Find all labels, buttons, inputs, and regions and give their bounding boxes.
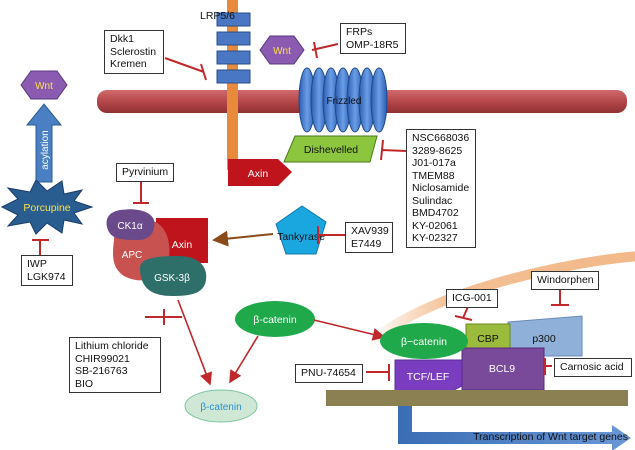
tankyrase <box>275 205 327 255</box>
lrp-receptor <box>216 0 251 170</box>
beta-catenin-degraded <box>184 389 258 423</box>
bcl9 <box>461 347 545 391</box>
dvl-inhibition <box>380 139 407 161</box>
xav-inhibition <box>317 226 345 244</box>
inhibitor-box-iwp: IWP LGK974 <box>21 255 73 286</box>
acylation-arrow <box>25 103 63 183</box>
dishevelled-label: Dishevelled <box>304 144 358 156</box>
porcupine-enzyme <box>0 179 94 235</box>
degradation-arrow <box>177 299 212 386</box>
inhibitor-box-windorphen: Windorphen <box>531 271 599 290</box>
tcf-lef-label: TCF/LEF <box>407 371 450 383</box>
beta-catenin-degraded-label: β-catenin <box>200 402 241 413</box>
frizzled-label: Frizzled <box>326 96 361 107</box>
pyrvinium-inhibition <box>133 180 149 204</box>
ck1a-protein <box>106 209 155 240</box>
inhibitor-box-frps: FRPs OMP-18R5 <box>340 23 406 54</box>
beta-catenin-nuclear <box>380 323 468 359</box>
ck1a-label: CK1α <box>117 221 142 232</box>
cbp-label: CBP <box>477 333 499 345</box>
transcription-arrow <box>398 406 631 450</box>
apc-label: APC <box>122 250 143 261</box>
wnt-secreted-label: Wnt <box>35 81 53 92</box>
cbp <box>465 323 511 353</box>
tankyrase-label: Tankyrase <box>277 231 325 243</box>
inhibitor-box-dkk: Dkk1 Sclerostin Kremen <box>104 30 164 74</box>
inhibitor-lines <box>32 41 569 381</box>
bcl9-label: BCL9 <box>489 363 515 375</box>
free-to-degraded-arrow <box>229 335 259 384</box>
inhibitor-box-carnosic: Carnosic acid <box>554 358 632 377</box>
dishevelled <box>283 135 378 163</box>
windorphen-inhibition <box>551 288 569 306</box>
nuclear-envelope <box>363 251 635 350</box>
inhibitor-box-icg: ICG-001 <box>446 289 498 308</box>
wnt-ligand-secreted <box>20 70 68 100</box>
dna-strand <box>326 390 628 406</box>
transcription-label: Transcription of Wnt target genes <box>473 431 628 443</box>
dkk-inhibition <box>164 57 207 81</box>
p300-label: p300 <box>532 333 556 345</box>
inhibitor-box-gsk: Lithium chloride CHIR99021 SB-216763 BIO <box>69 337 161 393</box>
inhibitor-box-pyrvinium: Pyrvinium <box>116 163 174 182</box>
axin-membrane <box>228 159 292 186</box>
nuclear-translocation-arrow <box>313 319 386 341</box>
beta-catenin-nuclear-label: β−catenin <box>401 336 447 348</box>
inhibitor-box-dvl: NSC668036 3289-8625 J01-017a TMEM88 Nicl… <box>406 129 476 248</box>
gsk3b-label: GSK-3β <box>154 273 190 284</box>
inhibitor-box-xav: XAV939 E7449 <box>345 222 393 253</box>
lrp-label: LRP5/6 <box>200 10 235 22</box>
beta-catenin-free-label: β-catenin <box>253 314 297 326</box>
axin-complex-label: Axin <box>172 239 193 251</box>
carnosic-inhibition <box>544 358 552 375</box>
gsk3b-protein <box>140 256 207 296</box>
wnt-bound-label: Wnt <box>273 46 291 57</box>
frizzled-receptor <box>298 67 388 133</box>
porcupine-label: Porcupine <box>23 202 70 214</box>
gsk-inhibition <box>145 309 182 325</box>
tcf-lef <box>394 359 463 393</box>
inhibitor-box-pnu: PNU-74654 <box>295 364 363 383</box>
tankyrase-arrow <box>212 230 274 247</box>
pnu-inhibition <box>366 364 390 381</box>
axin-membrane-label: Axin <box>248 168 269 180</box>
frps-inhibition <box>311 41 339 59</box>
wnt-ligand-bound <box>259 35 305 65</box>
iwp-inhibition <box>32 239 49 255</box>
acylation-label: acylation <box>40 130 51 169</box>
beta-catenin-free <box>235 301 315 337</box>
